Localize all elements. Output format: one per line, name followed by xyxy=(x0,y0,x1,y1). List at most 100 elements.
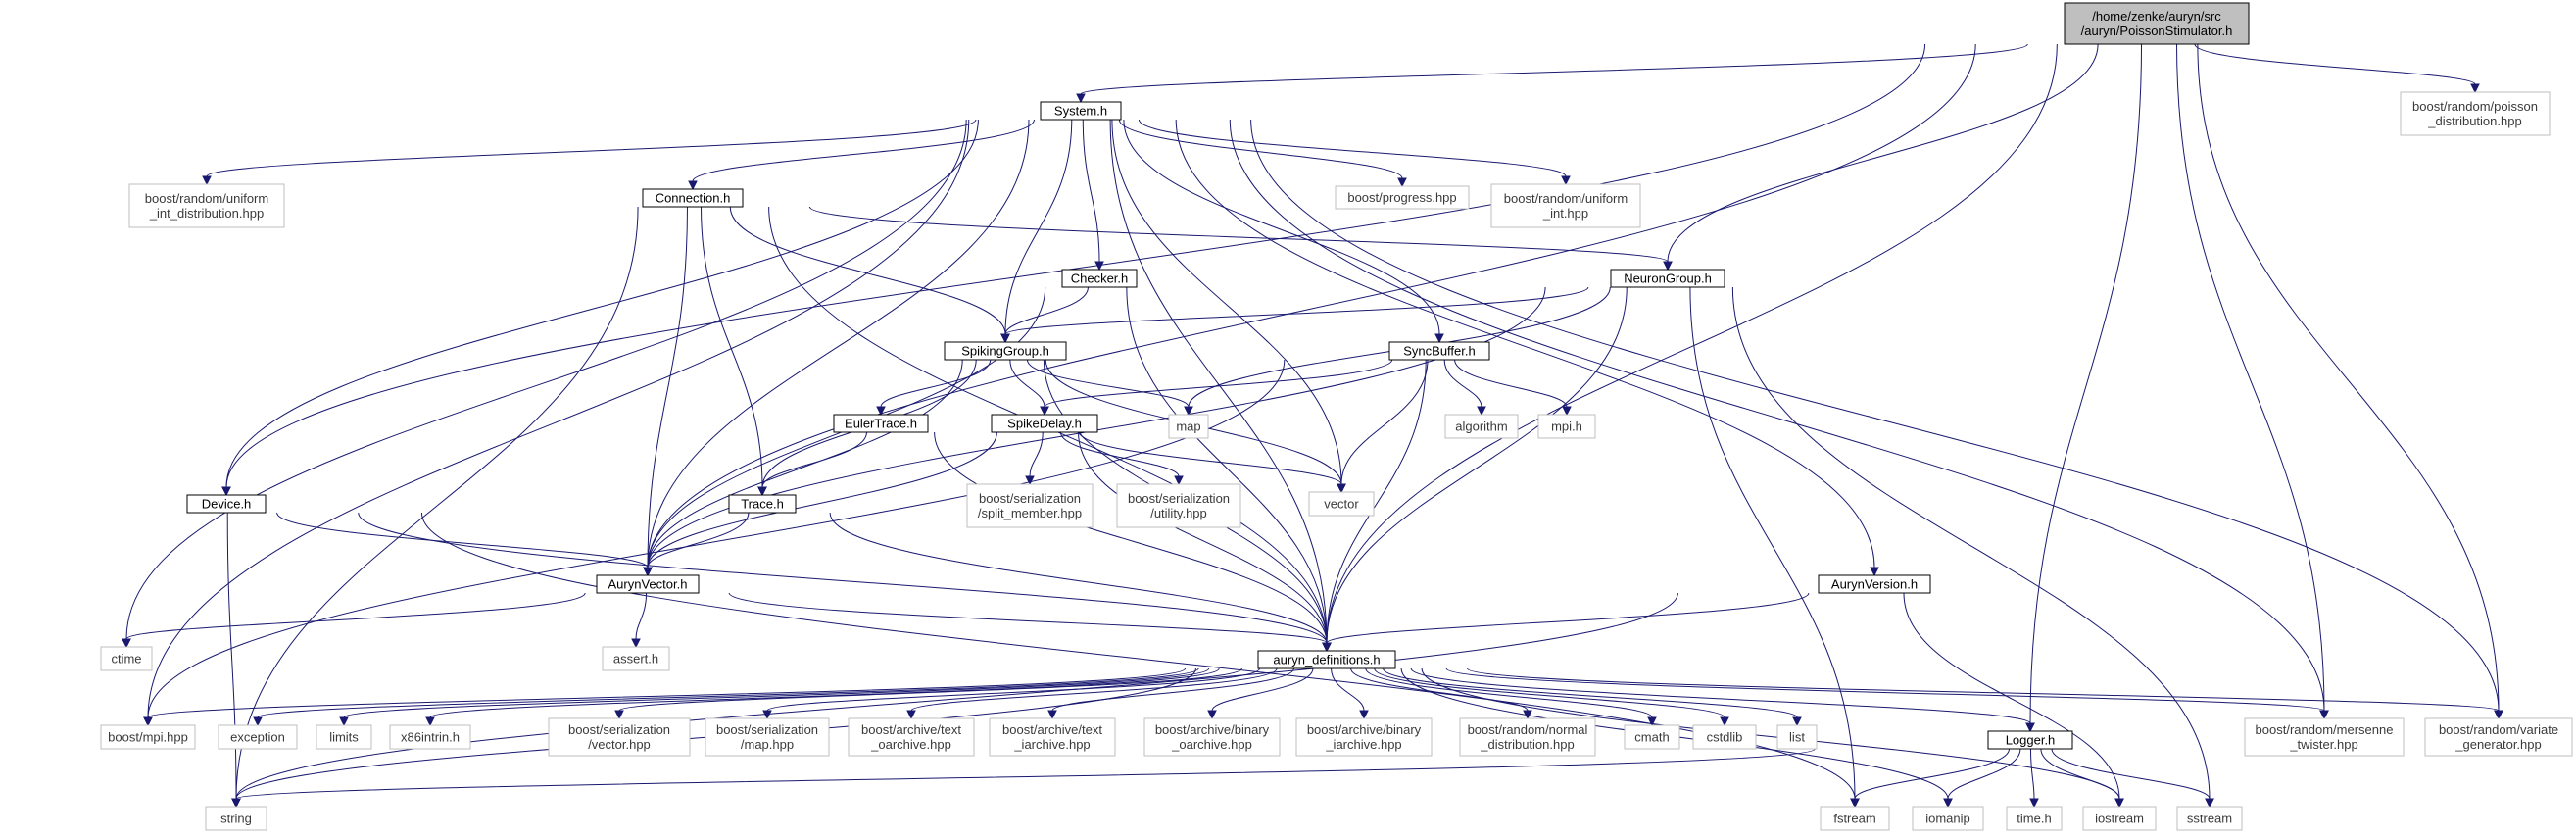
node-label: /home/zenke/auryn/src xyxy=(2092,9,2221,24)
node-box xyxy=(316,724,372,750)
edge-defs-to-cmath xyxy=(1365,667,1657,727)
node-label: vector xyxy=(1324,497,1359,512)
edge-root-to-mersenne xyxy=(2176,43,2329,720)
node-label: Checker.h xyxy=(1071,272,1129,286)
node-label: algorithm xyxy=(1455,420,1507,434)
node-box xyxy=(128,183,285,228)
node-label: _iarchive.hpp xyxy=(1013,737,1090,752)
node-label: AurynVersion.h xyxy=(1831,577,1918,592)
node-mersenne: boost/random/mersenne_twister.hpp xyxy=(2244,717,2405,757)
node-uniform-int: boost/random/uniform_int.hpp xyxy=(1490,183,1641,228)
node-label: Trace.h xyxy=(741,497,784,512)
edges-layer xyxy=(122,43,2503,809)
node-box xyxy=(100,724,196,750)
node-box xyxy=(596,574,700,594)
node-normal-dist: boost/random/normal_distribution.hpp xyxy=(1459,717,1596,757)
edge-system-to-syncbuffer xyxy=(1123,119,1444,344)
node-label: SyncBuffer.h xyxy=(1403,344,1475,359)
node-box xyxy=(1987,730,2073,750)
node-syncbuffer[interactable]: SyncBuffer.h xyxy=(1388,341,1490,361)
node-box xyxy=(1388,341,1490,361)
edge-spikedelay-to-vector xyxy=(1079,431,1346,494)
edge-aurynversion-to-iostream xyxy=(1903,592,2124,809)
edge-eulertrace-to-trace xyxy=(757,431,867,497)
node-connection[interactable]: Connection.h xyxy=(642,188,744,208)
node-checker[interactable]: Checker.h xyxy=(1061,269,1138,288)
edge-logger-to-iomanip xyxy=(1943,748,2021,809)
node-root[interactable]: /home/zenke/auryn/src/auryn/PoissonStimu… xyxy=(2064,2,2250,45)
node-label: SpikingGroup.h xyxy=(961,344,1049,359)
node-label: iomanip xyxy=(1925,812,1970,826)
edge-system-to-uniform_int xyxy=(1138,119,1571,186)
node-label: _oarchive.hpp xyxy=(870,737,951,752)
node-label: boost/random/normal xyxy=(1468,722,1588,737)
edge-defs-to-binary_oarchive xyxy=(1207,667,1314,720)
edge-connection-to-trace xyxy=(701,206,767,497)
node-aurynversion[interactable]: AurynVersion.h xyxy=(1818,574,1931,594)
node-spikedelay[interactable]: SpikeDelay.h xyxy=(991,414,1098,433)
edge-syncbuffer-to-mpih xyxy=(1454,359,1572,417)
node-label: cmath xyxy=(1634,730,1669,745)
node-box xyxy=(602,646,670,671)
edge-defs-to-variate xyxy=(1467,667,2503,720)
edge-spikinggroup-to-eulertrace xyxy=(876,359,992,417)
node-spikinggroup[interactable]: SpikingGroup.h xyxy=(944,341,1067,361)
node-box xyxy=(848,717,975,757)
node-label: boost/random/poisson xyxy=(2412,99,2538,114)
node-box xyxy=(1308,491,1375,517)
edge-trace-to-aurynvector xyxy=(643,512,750,577)
edge-aurynversion-to-string xyxy=(231,592,1678,809)
node-logger[interactable]: Logger.h xyxy=(1987,730,2073,750)
node-label: boost/archive/text xyxy=(861,722,961,737)
edge-defs-to-ser_map xyxy=(762,667,1260,720)
node-label: ctime xyxy=(111,652,141,667)
node-neurongroup[interactable]: NeuronGroup.h xyxy=(1610,269,1725,288)
node-label: limits xyxy=(329,730,359,745)
edge-aurynvector-to-defs xyxy=(728,592,1332,653)
node-box xyxy=(1168,414,1209,439)
node-label: iostream xyxy=(2095,812,2144,826)
node-label: Connection.h xyxy=(656,191,731,206)
node-variate: boost/random/variate_generator.hpp xyxy=(2424,717,2573,757)
node-label: _oarchive.hpp xyxy=(1171,737,1252,752)
node-box xyxy=(2424,717,2573,757)
node-device[interactable]: Device.h xyxy=(186,494,267,514)
node-box xyxy=(944,341,1067,361)
node-algorithm: algorithm xyxy=(1444,414,1519,439)
node-mpih: mpi.h xyxy=(1537,414,1596,439)
node-box xyxy=(1537,414,1596,439)
node-cstdlib: cstdlib xyxy=(1692,724,1757,750)
node-label: time.h xyxy=(2017,812,2051,826)
node-box xyxy=(989,717,1116,757)
node-label: x86intrin.h xyxy=(401,730,460,745)
node-sstream: sstream xyxy=(2176,806,2243,831)
node-label: map xyxy=(1176,420,1200,434)
node-defs[interactable]: auryn_definitions.h xyxy=(1257,650,1396,669)
node-box xyxy=(2006,806,2063,831)
node-label: _generator.hpp xyxy=(2454,737,2541,752)
node-binary-iarchive: boost/archive/binary_iarchive.hpp xyxy=(1295,717,1433,757)
node-box xyxy=(1610,269,1725,288)
node-system[interactable]: System.h xyxy=(1040,101,1122,121)
edge-system-to-device xyxy=(221,119,979,497)
node-box xyxy=(1061,269,1138,288)
node-label: /auryn/PoissonStimulator.h xyxy=(2081,24,2233,38)
node-label: _int_distribution.hpp xyxy=(149,206,264,221)
edge-logger-to-timeh xyxy=(2029,748,2039,809)
edge-root-to-variate xyxy=(2197,43,2503,720)
node-label: _iarchive.hpp xyxy=(1325,737,1401,752)
node-x86intrin: x86intrin.h xyxy=(389,724,471,750)
node-label: /utility.hpp xyxy=(1150,506,1207,520)
edge-defs-to-logger xyxy=(1410,667,2035,733)
node-label: list xyxy=(1789,730,1805,745)
node-ser-map: boost/serialization/map.hpp xyxy=(705,717,830,757)
node-vector: vector xyxy=(1308,491,1375,517)
node-binary-oarchive: boost/archive/binary_oarchive.hpp xyxy=(1143,717,1281,757)
edge-syncbuffer-to-boostmpi xyxy=(143,359,1286,727)
node-eulertrace[interactable]: EulerTrace.h xyxy=(833,414,929,433)
node-aurynvector[interactable]: AurynVector.h xyxy=(596,574,700,594)
node-label: _distribution.hpp xyxy=(2427,114,2521,128)
node-trace[interactable]: Trace.h xyxy=(728,494,797,514)
node-map: map xyxy=(1168,414,1209,439)
node-label: Device.h xyxy=(202,497,252,512)
